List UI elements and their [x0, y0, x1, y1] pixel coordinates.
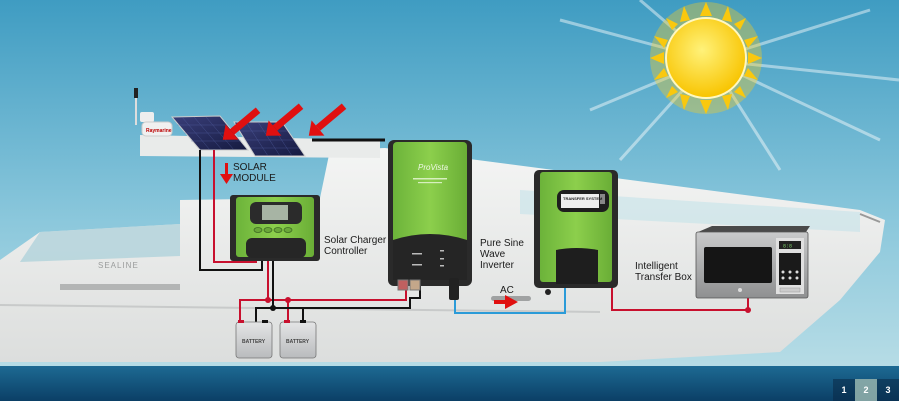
lcd-screen	[262, 205, 288, 220]
sea	[0, 366, 899, 401]
microwave-display: 8:8	[783, 244, 792, 250]
inverter[interactable]	[388, 140, 472, 300]
label-transfer-box: Intelligent Transfer Box	[635, 261, 692, 283]
label-ac: AC	[500, 285, 514, 296]
arrow-icon	[308, 103, 347, 136]
radar-brand: Raymarine	[146, 128, 172, 134]
page-button-2[interactable]: 2	[855, 379, 877, 401]
page-button-1[interactable]: 1	[841, 385, 847, 395]
arrow-icon	[265, 103, 304, 136]
ac-wiring	[454, 285, 749, 314]
wire-junction	[745, 307, 751, 313]
solar-panel-2	[233, 121, 306, 157]
label-line: Inverter	[480, 260, 514, 271]
transfer-box[interactable]	[534, 170, 618, 295]
label-solar-module: SOLAR MODULE	[233, 162, 276, 184]
microwave	[695, 226, 810, 299]
label-line: Controller	[324, 246, 368, 257]
battery-2-label: BATTERY	[286, 339, 310, 345]
label-line: Intelligent	[635, 261, 678, 272]
battery-1	[235, 320, 273, 359]
label-line: Solar Charger	[324, 235, 387, 246]
inverter-brand: ProVista	[418, 163, 449, 172]
label-inverter: Pure Sine Wave Inverter	[480, 238, 524, 271]
ac-flow-arrow	[491, 295, 531, 309]
control-buttons	[253, 227, 293, 233]
arrow-icon	[222, 107, 261, 140]
boat-name: SEALINE	[98, 261, 139, 270]
battery-2	[279, 320, 317, 359]
battery-1-label: BATTERY	[242, 339, 266, 345]
label-line: Transfer Box	[635, 272, 692, 283]
label-line: SOLAR	[233, 162, 267, 173]
sun-icon	[650, 2, 762, 114]
label-line: Wave	[480, 249, 506, 260]
wire-junctions	[265, 297, 291, 311]
charge-controller[interactable]	[230, 195, 320, 261]
page-button-3[interactable]: 3	[885, 385, 891, 395]
transfer-panel-text: TRANSFER SYSTEM	[563, 196, 603, 201]
dc-wiring	[199, 150, 421, 322]
radar-mast	[134, 88, 173, 137]
solar-panel-1	[170, 115, 250, 151]
label-line: MODULE	[233, 173, 276, 184]
label-charge-controller: Solar Charger Controller	[324, 235, 386, 257]
sunlight-arrows	[220, 103, 347, 184]
label-line: Pure Sine	[480, 238, 524, 249]
down-arrow-icon	[220, 163, 233, 184]
slide-pager: 1 2 3	[833, 379, 899, 401]
